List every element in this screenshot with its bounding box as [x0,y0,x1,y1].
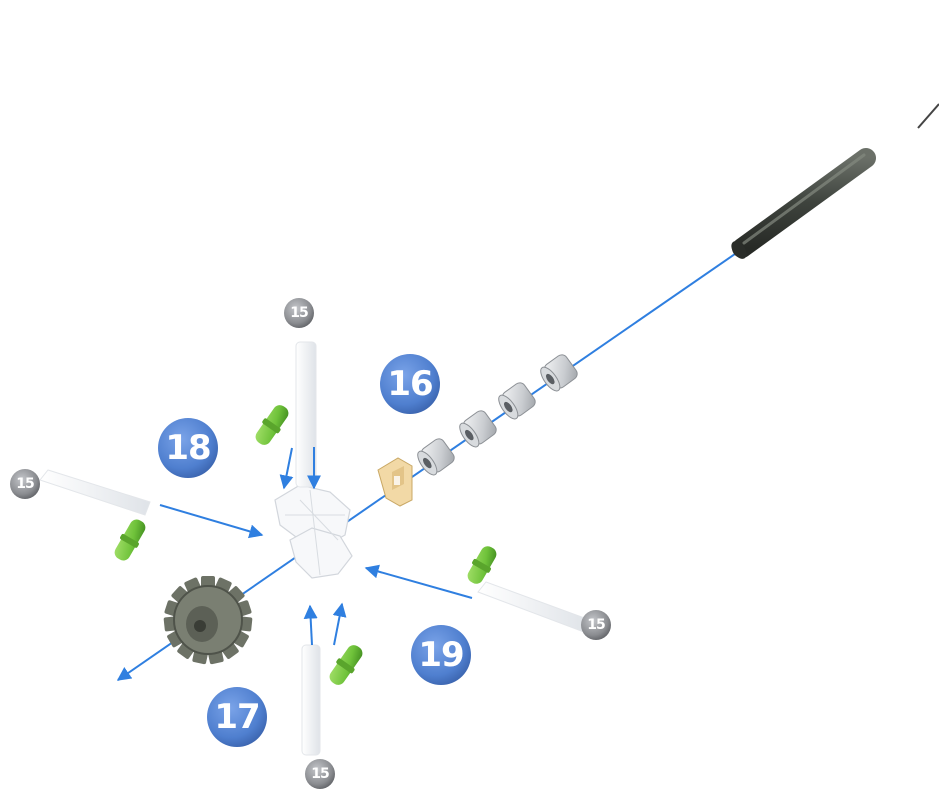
part-badge-top: 15 [284,298,314,328]
svg-text:16: 16 [387,364,432,404]
spacer-1 [537,352,579,393]
green-pin-right [463,543,500,588]
arrow-bottom-pin-2 [334,604,342,645]
white-rod-right [478,582,590,632]
step-badge-17: 17 [207,687,267,747]
arrow-bottom-pin-1 [310,606,312,645]
green-pin-top [251,401,293,449]
arrow-left-rod [160,505,262,535]
svg-text:15: 15 [16,476,34,492]
white-rod-bottom [302,645,320,755]
svg-text:17: 17 [214,697,259,737]
part-badge-right: 15 [581,610,611,640]
green-pin-bottom [325,641,367,689]
svg-text:15: 15 [311,766,329,782]
step-badge-19: 19 [411,625,471,685]
arrow-right-rod [366,568,472,598]
edge-mark [918,104,939,128]
part-badge-left: 15 [10,469,40,499]
green-pin-left [110,516,149,564]
step-badge-16: 16 [380,354,440,414]
svg-text:15: 15 [587,617,605,633]
arrow-top-pin-1 [284,448,292,488]
gear [164,576,253,664]
clip [378,458,412,506]
part-badge-bottom: 15 [305,759,335,789]
axle-direction-arrow [118,673,128,680]
step-badge-18: 18 [158,418,218,478]
svg-text:15: 15 [290,305,308,321]
white-rod-left [40,470,150,515]
spacer-3 [456,408,498,449]
axle [728,155,866,262]
svg-text:18: 18 [165,428,210,468]
svg-text:19: 19 [418,635,463,675]
